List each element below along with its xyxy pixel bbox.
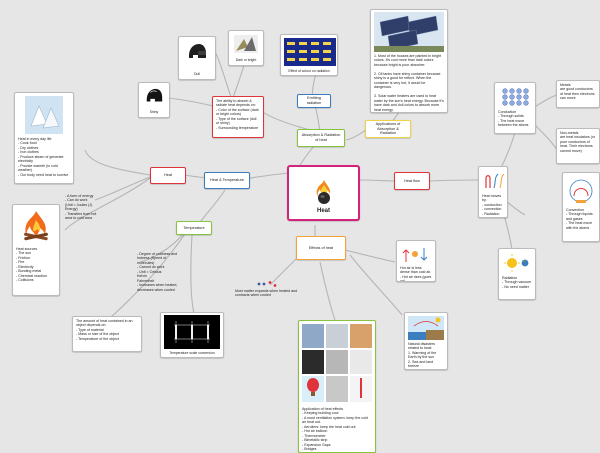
temperature-scale-image [164,315,220,349]
tag-orange [296,236,302,237]
laundry-photo [25,96,63,134]
dark-bright-photo [234,35,258,53]
topic-heat-flow[interactable]: Heat flow [394,172,430,190]
heat-transfer-diagram [482,170,506,192]
topic-emitting-radiation[interactable]: Emitting radiation [297,94,331,108]
note-conduction-text: Conduction - Through solids - The heat m… [498,110,529,128]
note-degree-of-coldness[interactable]: - Degree of coldness and hotness (Speed … [134,250,186,304]
card-effect-colour-caption: Effect of colour on radiation [288,68,330,73]
topic-heat-temperature[interactable]: Heat & Temperature [204,172,250,189]
convection-diagram [566,176,596,206]
tag-blue [297,94,303,95]
note-temperature-scale[interactable]: Temperature scale conversion [160,312,224,358]
note-natural-disasters[interactable]: Natural disasters related to heat: 1. Wa… [404,312,448,370]
tag-red [394,172,400,173]
topic-temperature-label: Temperature [183,225,205,230]
expansion-icon [257,281,277,287]
tag-yellow [365,120,371,121]
note-hot-cold-text: Hot air is less dense than cold air. - H… [400,266,432,282]
note-expands-text: Most matter expands when heated and cont… [235,289,298,298]
topic-absorption-label: Absorption & Radiation of heat [301,133,341,142]
note-everyday-text: Heat in every day life - Cook food - Dry… [18,137,69,177]
tag-green [297,129,303,130]
note-natural-text: Natural disasters related to heat: 1. Wa… [408,342,437,369]
card-shiny-caption: Shiny [149,109,159,114]
colour-radiation-table [284,38,336,66]
note-amount-text: The amount of heat contained in an objec… [76,319,133,341]
topic-effects-label: Effects of heat [308,245,334,250]
note-expands[interactable]: Most matter expands when heated and cont… [232,278,302,308]
note-degree-text: - Degree of coldness and hotness (Speed … [137,252,178,292]
note-convection[interactable]: Convection - Through liquids and gases -… [562,172,600,242]
note-amount-of-heat[interactable]: The amount of heat contained in an objec… [72,316,142,352]
note-nonmetals[interactable]: Non-metals are heat insulators (or poor … [556,128,600,164]
card-dull[interactable]: Dull [178,36,216,80]
scale-chart-icon [174,321,210,343]
tag-green [298,320,304,321]
note-form-of-energy[interactable]: - A form of energy - Can do work (Unit =… [62,192,102,228]
note-metals-text: Metals are good conductors of heat then … [560,83,595,101]
note-application-effects[interactable]: Application of heat effects - Keeping bu… [298,320,376,453]
tag-green [176,221,182,222]
topic-effects-of-heat[interactable]: Effects of heat [296,236,346,260]
note-solar-applications[interactable]: 1. Most of the houses are painted in bri… [370,9,448,113]
tag-red [150,167,156,168]
note-heat-sources-text: Heat sources - The sun - Friction - Fire… [16,247,47,283]
sea-breeze-diagram [408,316,444,340]
atoms-lattice-icon [502,88,529,106]
central-topic-heat[interactable]: Heat [287,165,360,221]
note-ability-absorb[interactable]: The ability to absorb & radiate heat dep… [212,96,264,138]
topic-absorption-radiation[interactable]: Absorption & Radiation of heat [297,129,345,147]
note-heat-moves[interactable]: Heat moves by: - conduction - convection… [478,166,508,218]
card-shiny[interactable]: Shiny [138,82,170,118]
card-effect-colour[interactable]: Effect of colour on radiation [280,34,338,76]
topic-applications-absorption[interactable]: Applications of Absorption & Radiation [365,120,411,138]
note-heat-moves-text: Heat moves by: - conduction - convection… [482,194,502,216]
topic-emitting-label: Emitting radiation [306,96,322,105]
note-radiation-text: Radiation - Through vacuum - No need mat… [502,276,532,289]
note-everyday-life[interactable]: Heat in every day life - Cook food - Dry… [14,92,74,184]
tag-blue [204,172,210,173]
topic-temperature[interactable]: Temperature [176,221,212,235]
note-ability-text: The ability to absorb & radiate heat dep… [216,99,259,130]
solar-panels-photo [374,12,444,52]
dull-helmet-icon [189,44,206,58]
topic-heat[interactable]: Heat [150,167,186,184]
note-convection-text: Convection - Through liquids and gases -… [566,208,593,230]
temperature-scale-caption: Temperature scale conversion [169,351,215,355]
topic-heat-flow-label: Heat flow [404,178,420,183]
topic-heat-label: Heat [163,173,173,178]
note-applications-text: Application of heat effects - Keeping bu… [302,407,368,452]
note-conduction[interactable]: Conduction - Through solids - The heat m… [494,82,536,134]
card-dull-caption: Dull [194,71,200,76]
sun-earth-icon [504,254,529,272]
shiny-helmet-icon [146,88,163,102]
note-solar-text: 1. Most of the houses are painted in bri… [374,54,444,112]
applications-photo-grid [302,324,372,402]
campfire-photo [18,208,54,244]
flame-globe-icon [316,179,330,204]
central-title: Heat [316,207,330,214]
card-dark-bright-caption: Dark or bright [235,57,257,62]
note-nonmetals-text: Non-metals are heat insulators (or poor … [560,131,595,153]
note-metals[interactable]: Metals are good conductors of heat then … [556,80,600,108]
note-hot-cold-air[interactable]: Hot air is less dense than cold air. - H… [396,240,436,282]
note-radiation[interactable]: Radiation - Through vacuum - No need mat… [498,248,536,300]
note-heat-sources[interactable]: Heat sources - The sun - Friction - Fire… [12,204,60,296]
air-density-diagram [400,244,432,264]
note-form-energy-text: - A form of energy - Can do work (Unit =… [65,194,97,221]
card-dark-bright[interactable]: Dark or bright [228,30,264,66]
topic-applications-absorption-label: Applications of Absorption & Radiation [375,121,401,136]
tag-red [212,96,218,97]
topic-heat-temperature-label: Heat & Temperature [210,178,244,183]
